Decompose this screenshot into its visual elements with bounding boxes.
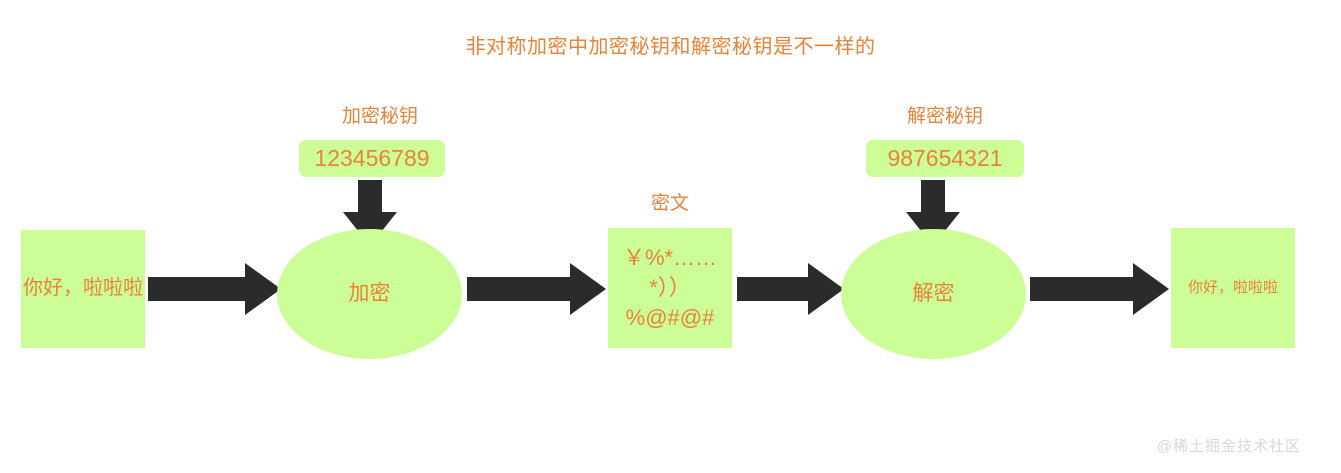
caption-encrypt-key: 加密秘钥 xyxy=(341,106,418,127)
encrypt-process-node: 加密 xyxy=(277,229,462,359)
caption-ciphertext: 密文 xyxy=(650,193,689,214)
arrow-decrypt-key-down xyxy=(906,180,960,246)
plaintext-node: 你好，啦啦啦 xyxy=(21,230,145,348)
watermark: @稀土掘金技术社区 xyxy=(1156,438,1301,455)
decrypted-plaintext-node: 你好，啦啦啦 xyxy=(1171,228,1295,348)
caption-decrypt-key: 解密秘钥 xyxy=(906,106,983,127)
page-title: 非对称加密中加密秘钥和解密秘钥是不一样的 xyxy=(465,36,876,58)
arrow-ciphertext-to-decrypt xyxy=(737,263,844,315)
arrow-plaintext-to-encrypt xyxy=(148,263,281,315)
decrypt-key-value-box: 987654321 xyxy=(866,140,1024,177)
arrow-encrypt-key-down xyxy=(343,180,397,246)
arrow-encrypt-to-ciphertext xyxy=(467,263,606,315)
arrow-decrypt-to-decrypted xyxy=(1030,263,1169,315)
ciphertext-node: ￥%*……*））%@#@# xyxy=(608,228,732,348)
encrypt-key-value-box: 123456789 xyxy=(299,140,445,177)
decrypt-process-node: 解密 xyxy=(841,229,1026,359)
